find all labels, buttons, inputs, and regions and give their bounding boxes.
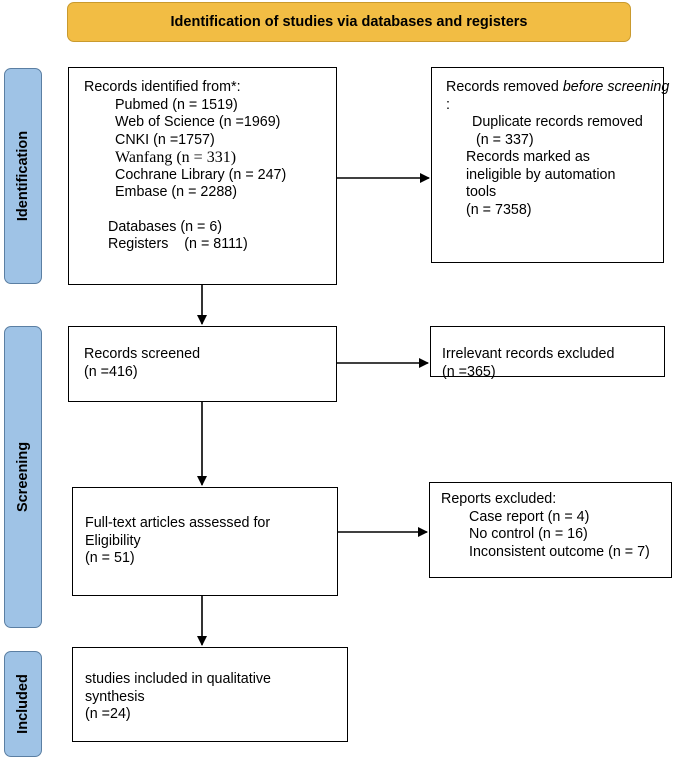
exclusion-item: Case report (n = 4) bbox=[469, 508, 590, 525]
ineligible-label: ineligible by automation bbox=[466, 166, 616, 183]
records-removed-title-end: : bbox=[446, 96, 450, 113]
records-removed-list: Duplicate records removed (n = 337) bbox=[446, 114, 663, 149]
box-studies-included: studies included in qualitative synthesi… bbox=[72, 647, 348, 742]
source-item: Web of Science (n =1969) bbox=[115, 114, 281, 130]
box-records-identified: Records identified from*: Pubmed (n = 15… bbox=[68, 67, 337, 285]
records-totals: Databases (n = 6) Registers (n = 8111) bbox=[84, 219, 336, 254]
records-identified-title: Records identified from*: bbox=[84, 79, 241, 95]
box-irrelevant-excluded: Irrelevant records excluded (n =365) bbox=[430, 326, 665, 380]
box-reports-excluded: Reports excluded: Case report (n = 4) No… bbox=[429, 482, 672, 578]
studies-included-count: (n =24) bbox=[85, 706, 131, 722]
records-sources-list: Pubmed (n = 1519) Web of Science (n =196… bbox=[84, 97, 336, 202]
reports-excluded-title: Reports excluded: bbox=[441, 491, 557, 507]
exclusion-item: Inconsistent outcome (n = 7) bbox=[469, 543, 650, 560]
source-item: Pubmed (n = 1519) bbox=[115, 96, 238, 113]
exclusion-item: No control (n = 16) bbox=[469, 526, 588, 542]
box-records-removed: Records removed before screening : Dupli… bbox=[431, 67, 670, 263]
ineligible-group: Records marked as ineligible by automati… bbox=[446, 149, 663, 219]
fulltext-count: (n = 51) bbox=[85, 550, 135, 566]
studies-included-label: studies included in qualitative bbox=[85, 671, 271, 687]
irrelevant-excluded-label: Irrelevant records excluded bbox=[442, 346, 615, 362]
source-item: Wanfang (n = 331) bbox=[115, 149, 237, 166]
ineligible-label: Records marked as bbox=[466, 149, 590, 165]
source-item: CNKI (n =1757) bbox=[115, 131, 215, 148]
reports-excluded-list: Case report (n = 4) No control (n = 16) … bbox=[441, 509, 671, 562]
duplicates-label: Duplicate records removed bbox=[472, 114, 643, 130]
box-fulltext-assessed: Full-text articles assessed for Eligibil… bbox=[72, 487, 338, 596]
source-item: Embase (n = 2288) bbox=[115, 184, 237, 200]
records-removed-title: Records removed before screening bbox=[446, 79, 670, 95]
source-item: Cochrane Library (n = 247) bbox=[115, 166, 287, 183]
ineligible-label: tools bbox=[466, 184, 497, 200]
studies-included-label: synthesis bbox=[85, 688, 145, 705]
stage-included: Included bbox=[4, 651, 42, 757]
fulltext-label: Eligibility bbox=[85, 532, 141, 549]
flow-header: Identification of studies via databases … bbox=[67, 2, 631, 42]
registers-count: Registers (n = 8111) bbox=[108, 236, 248, 252]
stage-identification: Identification bbox=[4, 68, 42, 284]
duplicates-count: (n = 337) bbox=[476, 131, 534, 148]
box-records-screened: Records screened (n =416) bbox=[68, 326, 337, 402]
ineligible-count: (n = 7358) bbox=[466, 201, 532, 218]
databases-count: Databases (n = 6) bbox=[108, 218, 223, 235]
records-screened-count: (n =416) bbox=[84, 363, 138, 380]
irrelevant-excluded-count: (n =365) bbox=[442, 363, 496, 380]
fulltext-label: Full-text articles assessed for bbox=[85, 515, 271, 531]
records-screened-label: Records screened bbox=[84, 346, 201, 362]
stage-screening: Screening bbox=[4, 326, 42, 628]
flow-header-title: Identification of studies via databases … bbox=[170, 14, 528, 30]
